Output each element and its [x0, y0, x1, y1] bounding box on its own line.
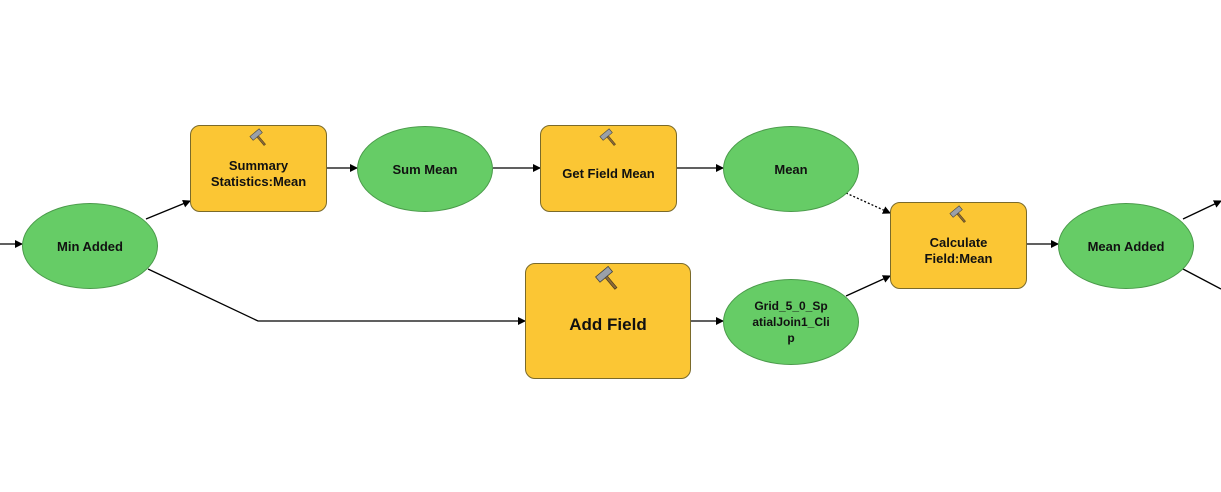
- node-summary-statistics[interactable]: Summary Statistics:Mean: [190, 125, 327, 212]
- edge-mean-added-out-top: [1182, 200, 1221, 220]
- edge-min-added-summary: [145, 199, 191, 220]
- node-calculate-field[interactable]: Calculate Field:Mean: [890, 202, 1027, 289]
- node-mean-added[interactable]: Mean Added: [1058, 203, 1194, 289]
- node-get-field-mean[interactable]: Get Field Mean: [540, 125, 677, 212]
- node-label: Mean: [774, 161, 808, 177]
- node-label: Calculate Field:Mean: [924, 234, 993, 266]
- edge-mean-calculate: [845, 192, 891, 214]
- edge-grid-calculate: [845, 275, 891, 297]
- node-grid-spatial-join[interactable]: Grid_5_0_Sp atialJoin1_Cli p: [723, 279, 859, 365]
- node-label: Get Field Mean: [562, 166, 655, 181]
- node-min-added[interactable]: Min Added: [22, 203, 158, 289]
- hammer-icon: [248, 128, 266, 146]
- node-mean[interactable]: Mean: [723, 126, 859, 212]
- edge-mean-added-out-bottom: [1182, 268, 1221, 290]
- node-sum-mean[interactable]: Sum Mean: [357, 126, 493, 212]
- node-label: Sum Mean: [392, 161, 458, 177]
- hammer-icon: [595, 265, 618, 290]
- node-label: Grid_5_0_Sp atialJoin1_Cli p: [752, 299, 830, 345]
- hammer-icon: [598, 128, 616, 146]
- node-label: Min Added: [57, 238, 123, 254]
- edge-min-added-add-field: [147, 268, 526, 325]
- node-add-field[interactable]: Add Field: [525, 263, 691, 379]
- node-label: Mean Added: [1087, 238, 1165, 254]
- node-label: Summary Statistics:Mean: [210, 157, 307, 189]
- hammer-icon: [948, 205, 966, 223]
- node-label: Add Field: [569, 314, 647, 334]
